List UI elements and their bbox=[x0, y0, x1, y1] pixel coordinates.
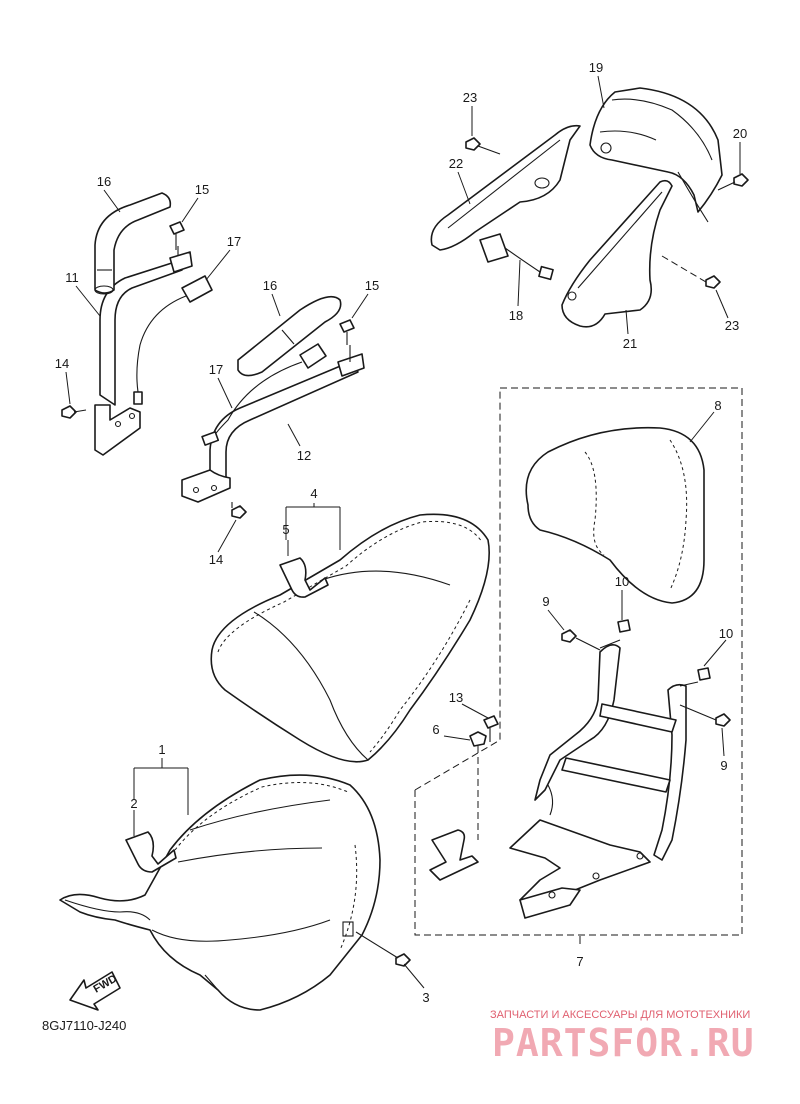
bolt-15-center bbox=[339, 319, 355, 345]
connector-18 bbox=[479, 233, 554, 281]
callout-23-top: 23 bbox=[463, 90, 477, 105]
watermark-brand: PARTSFOR.RU bbox=[492, 1021, 755, 1065]
bolt-20 bbox=[717, 173, 749, 191]
callout-3: 3 bbox=[422, 990, 429, 1005]
callout-5: 5 bbox=[282, 522, 289, 537]
strap-5 bbox=[279, 557, 329, 598]
leader-lines bbox=[65, 75, 741, 989]
callout-2: 2 bbox=[130, 796, 137, 811]
watermark-subtitle: ЗАПЧАСТИ И АКСЕССУАРЫ ДЛЯ МОТОТЕХНИКИ bbox=[490, 1009, 750, 1021]
callout-4: 4 bbox=[310, 486, 317, 501]
callout-1: 1 bbox=[158, 742, 165, 757]
bolt-15-left bbox=[169, 221, 185, 250]
callout-22: 22 bbox=[449, 156, 463, 171]
callout-14-center: 14 bbox=[209, 552, 223, 567]
cover-21 bbox=[561, 179, 673, 328]
rear-seat-4 bbox=[210, 513, 490, 763]
callout-16-left: 16 bbox=[97, 174, 111, 189]
cable-17-center bbox=[201, 343, 327, 446]
bolt-14-center bbox=[231, 502, 247, 519]
nut-10-right bbox=[697, 667, 711, 681]
callout-9-right: 9 bbox=[720, 758, 727, 773]
strap-2 bbox=[125, 831, 177, 873]
callout-17-left: 17 bbox=[227, 234, 241, 249]
callout-20: 20 bbox=[733, 126, 747, 141]
nut-10-left bbox=[617, 619, 631, 633]
callout-9-left: 9 bbox=[542, 594, 549, 609]
bolt-11 bbox=[483, 715, 499, 742]
callout-8: 8 bbox=[714, 398, 721, 413]
callout-17-center: 17 bbox=[209, 362, 223, 377]
callout-7: 7 bbox=[576, 954, 583, 969]
bolt-3 bbox=[355, 931, 411, 967]
cable-17-left bbox=[133, 275, 213, 405]
cover-22 bbox=[430, 124, 581, 251]
fwd-arrow-icon bbox=[69, 971, 121, 1011]
callout-6: 6 bbox=[432, 722, 439, 737]
backrest-8 bbox=[525, 426, 705, 604]
diagram-code: 8GJ7110-J240 bbox=[42, 1018, 126, 1033]
grip-16-center bbox=[237, 295, 342, 377]
callout-11: 13 bbox=[449, 690, 463, 705]
cover-19 bbox=[589, 87, 723, 223]
bolt-9-right bbox=[679, 704, 731, 727]
bolt-23-right bbox=[661, 255, 721, 289]
callout-10-left: 10 bbox=[615, 574, 629, 589]
callout-19: 19 bbox=[589, 60, 603, 75]
callout-14-left: 14 bbox=[55, 356, 69, 371]
callout-23-right: 23 bbox=[725, 318, 739, 333]
grip-16-left bbox=[94, 192, 172, 295]
grab-bar-12 bbox=[181, 345, 365, 503]
callout-15-center: 15 bbox=[365, 278, 379, 293]
backrest-frame-7 bbox=[414, 387, 743, 936]
callout-12: 12 bbox=[297, 448, 311, 463]
callout-21: 21 bbox=[623, 336, 637, 351]
callout-10-right: 10 bbox=[719, 626, 733, 641]
callout-15-left: 15 bbox=[195, 182, 209, 197]
callout-18: 18 bbox=[509, 308, 523, 323]
callout-13: 11 bbox=[65, 270, 79, 285]
callout-16-center: 16 bbox=[263, 278, 277, 293]
bolt-23-top bbox=[465, 137, 501, 155]
bolt-9-left bbox=[561, 629, 601, 651]
bolt-14-left bbox=[61, 405, 87, 419]
grab-bar-13 bbox=[94, 246, 193, 456]
nut-6 bbox=[469, 731, 487, 840]
